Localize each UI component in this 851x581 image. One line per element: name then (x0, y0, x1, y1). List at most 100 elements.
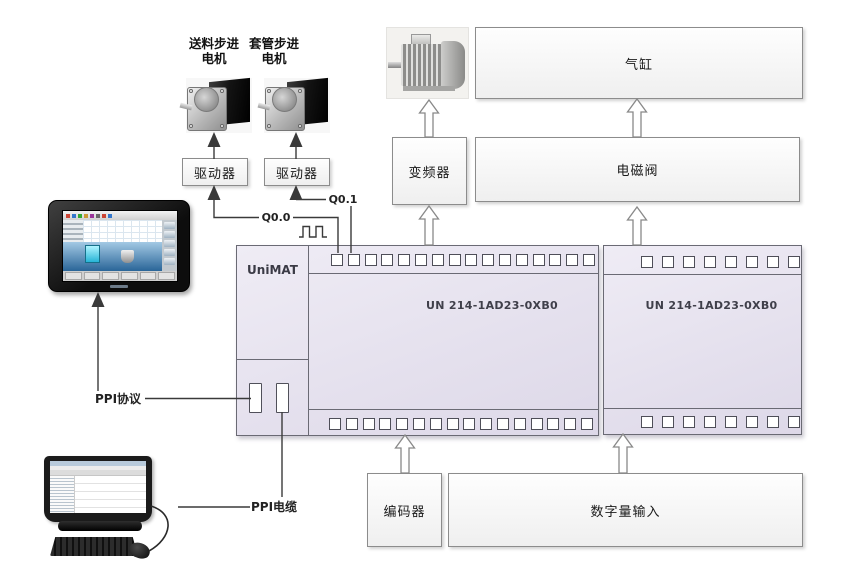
terminal-square (662, 416, 674, 428)
inverter-box: 变频器 (392, 137, 467, 205)
terminal-square (480, 418, 493, 430)
hmi-side-button (164, 222, 175, 229)
screw-icon (189, 89, 193, 93)
hmi-screen (62, 210, 178, 282)
hmi-chart-row (63, 220, 162, 242)
screw-icon (298, 89, 302, 93)
plc-comm-port-1 (249, 383, 262, 413)
hollow-arrow-encoder-to-plc (394, 433, 416, 474)
terminal-square (496, 418, 509, 430)
arrowhead-up (289, 132, 303, 147)
hmi-button-column (162, 220, 177, 271)
digital-input-box: 数字量输入 (448, 473, 803, 547)
terminal-strip-line (604, 274, 801, 275)
hmi-toolbar-icon (96, 213, 100, 218)
terminal-square (582, 254, 595, 266)
terminal-square (683, 256, 695, 268)
solenoid-valve-box: 电磁阀 (475, 137, 800, 202)
arrowhead-up (207, 132, 221, 147)
hollow-arrow-plc-to-inverter (418, 204, 440, 246)
hmi-brand-mark (110, 285, 128, 288)
terminal-square (746, 416, 758, 428)
cpu-section-divider (308, 246, 309, 435)
ac-motor-image (386, 27, 469, 99)
terminal-square (345, 418, 358, 430)
terminal-square (683, 416, 695, 428)
hmi-bottom-button (83, 272, 101, 280)
terminal-square (513, 418, 526, 430)
terminal-square (414, 254, 427, 266)
terminal-square (641, 256, 653, 268)
pc-toolbar (50, 470, 146, 476)
terminal-square (331, 254, 343, 266)
hmi-side-button (164, 240, 175, 247)
pc-keyboard (50, 537, 138, 556)
pc-window-titlebar (50, 461, 146, 466)
hmi-bottom-button (121, 272, 138, 280)
hmi-main-left (63, 220, 162, 271)
motor-shaft-icon (388, 62, 402, 68)
terminal-square (412, 418, 425, 430)
signal-label-q00: Q0.0 (259, 210, 293, 224)
terminal-square (566, 254, 579, 266)
hmi-toolbar-icon (102, 213, 106, 218)
cpu-port-divider (237, 359, 308, 360)
ppi-protocol-label: PPI协议 (95, 391, 145, 406)
hmi-vessel-icon (121, 250, 134, 263)
plc-left-model: UN 214-1AD23-0XB0 (426, 299, 558, 312)
terminal-square (398, 254, 411, 266)
hollow-arrow-inverter-to-motor (418, 98, 440, 138)
terminal-square (549, 254, 562, 266)
feed-stepper-motor-image (179, 77, 252, 133)
hmi-side-button (164, 231, 175, 238)
terminal-square (725, 256, 737, 268)
hmi-bottom-bar (63, 271, 177, 281)
signal-label-q01: Q0.1 (326, 192, 360, 206)
plc-right-top-terminals (641, 256, 800, 268)
hmi-main-area (63, 220, 177, 271)
hmi-tank-icon (85, 245, 100, 263)
pc-editor-area (75, 476, 146, 513)
pc-menubar (50, 466, 146, 470)
hmi-scada-scene (63, 242, 162, 271)
motor-disc (194, 87, 219, 112)
driver-box-feed: 驱动器 (182, 158, 248, 186)
terminal-square (379, 418, 392, 430)
motor-disc (272, 87, 297, 112)
screw-icon (220, 124, 224, 128)
motor-finned-body (401, 44, 442, 86)
screw-icon (189, 124, 193, 128)
hmi-toolbar-icon (66, 213, 70, 218)
hollow-arrow-plc-to-solenoid (626, 205, 648, 246)
plc-left-top-terminals (331, 254, 595, 266)
hmi-trend-chart (83, 220, 162, 242)
hmi-widget-panel (63, 220, 83, 242)
terminal-square (767, 256, 779, 268)
motor-foot (403, 86, 455, 91)
terminal-square (364, 254, 377, 266)
plc-comm-port-2 (276, 383, 289, 413)
terminal-square (746, 256, 758, 268)
hmi-bottom-button (102, 272, 120, 280)
terminal-square (396, 418, 409, 430)
terminal-square (532, 254, 545, 266)
screw-icon (298, 124, 302, 128)
plc-left-bottom-terminals (329, 418, 593, 430)
terminal-square (448, 254, 461, 266)
ppi-cable-label: PPI电缆 (251, 499, 309, 514)
terminal-square (767, 416, 779, 428)
pc-screen (50, 461, 146, 513)
hmi-toolbar-icon (84, 213, 88, 218)
pc-project-tree (50, 476, 75, 513)
hmi-toolbar (63, 211, 177, 220)
hollow-arrow-digital-input-to-plc (612, 432, 634, 474)
hmi-side-button (164, 249, 175, 256)
arrowhead-up (207, 185, 221, 200)
terminal-square (788, 256, 800, 268)
terminal-square (564, 418, 577, 430)
terminal-square (641, 416, 653, 428)
plc-right-bottom-terminals (641, 416, 800, 428)
motor-fan-cover (441, 41, 465, 89)
plc-cpu-module: UniMAT UN 214-1AD23-0XB0 (236, 245, 599, 436)
terminal-square (580, 418, 593, 430)
